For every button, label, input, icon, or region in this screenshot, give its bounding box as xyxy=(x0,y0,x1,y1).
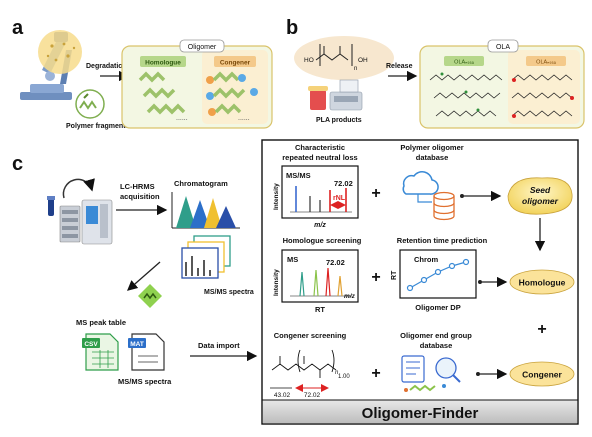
congener-tag: Congener xyxy=(220,60,251,67)
ms-plot: MS 72.02 m/z xyxy=(281,249,359,303)
process-arrow xyxy=(127,261,161,291)
homologue-screening-label: Homologue screening xyxy=(283,236,362,245)
chromatogram-plot xyxy=(171,192,240,229)
characteristic-label-1: Characteristic xyxy=(295,143,345,152)
arrow-to-homologue-origin xyxy=(478,280,482,284)
congener-structure: n 1.00 43.02 72.02 xyxy=(270,349,350,399)
homologue-result-label: Homologue xyxy=(519,278,566,288)
polymer-db-label-1: Polymer oligomer xyxy=(400,143,463,152)
msms-7202: 72.02 xyxy=(334,179,353,188)
plus-2: + xyxy=(371,269,380,286)
msms-spectra-top-label: MS/MS spectra xyxy=(204,289,254,296)
seed-label-2: oligomer xyxy=(522,196,559,206)
congener-n: n xyxy=(335,370,339,376)
oligomer-dp-label: Oligomer DP xyxy=(415,303,460,312)
congener-screening-label: Congener screening xyxy=(274,331,347,340)
congener-n-val: 1.00 xyxy=(338,374,350,380)
pla-products-label: PLA products xyxy=(316,117,362,124)
panel-label-b: b xyxy=(286,17,298,39)
ms-7202: 72.02 xyxy=(326,258,345,267)
oh-label: OH xyxy=(358,57,368,64)
n-label: n xyxy=(354,66,357,72)
plus-1: + xyxy=(371,185,380,202)
intensity-axis-2: Intensity xyxy=(273,269,280,296)
msms-spectra-bottom-label: MS/MS spectra xyxy=(118,377,172,386)
oligomer-box: Oligomer Homologue Congener ...... .....… xyxy=(121,39,273,129)
arrow-to-congener-origin xyxy=(476,372,480,376)
msms-title: MS/MS xyxy=(286,171,311,180)
mat-label: MAT xyxy=(130,341,144,348)
chromatogram-label: Chromatogram xyxy=(174,179,228,188)
plus-3: + xyxy=(537,321,546,338)
ms-title: MS xyxy=(287,255,298,264)
ola-left-tag: OLAₙ₉₅ₐ xyxy=(454,60,475,66)
lc-hrms-label: LC-HRMS xyxy=(120,182,155,191)
software-logo-icon xyxy=(138,284,162,308)
degradation-label: Degradation xyxy=(86,63,127,70)
mat-file-icon: MAT xyxy=(128,333,165,371)
pla-products-icon xyxy=(308,79,363,111)
ms-peak-table-label: MS peak table xyxy=(76,318,126,327)
seed-oligomer-badge: Seed oligomer xyxy=(507,177,573,215)
rt-axis-1: RT xyxy=(315,305,325,314)
data-import-label: Data import xyxy=(198,341,240,350)
chrom-title: Chrom xyxy=(414,255,438,264)
sample-droplet-icon xyxy=(38,30,82,74)
seed-label-1: Seed xyxy=(530,185,551,195)
homologue-ellipsis: ...... xyxy=(176,115,188,122)
cloud-database-icon xyxy=(402,171,455,221)
rt-prediction-plot: Chrom xyxy=(399,249,477,299)
congener-result-label: Congener xyxy=(522,370,562,380)
pla-structure: HO OH n xyxy=(294,36,394,80)
rnl-label: rNL xyxy=(333,195,346,202)
characteristic-label-2: repeated neutral loss xyxy=(282,153,357,162)
end-group-label-2: database xyxy=(420,341,453,350)
acquisition-label: acquisition xyxy=(120,192,160,201)
panel-label-a: a xyxy=(12,17,24,39)
congener-7202: 72.02 xyxy=(304,392,321,399)
csv-file-icon: CSV xyxy=(82,333,119,371)
congener-ellipsis: ...... xyxy=(238,115,250,122)
rt-axis-2: RT xyxy=(391,270,398,280)
homologue-tag: Homologue xyxy=(145,60,181,67)
oligomer-header: Oligomer xyxy=(188,44,217,51)
congener-4302: 43.02 xyxy=(274,392,291,399)
arrow-to-seed-origin xyxy=(460,194,464,198)
msms-spectra-stack xyxy=(181,235,231,279)
csv-label: CSV xyxy=(84,341,98,348)
mz-axis-2: m/z xyxy=(344,293,356,300)
ola-header: OLA xyxy=(496,44,510,51)
congener-result-badge: Congener xyxy=(509,361,575,387)
refresh-arrow-icon xyxy=(62,178,95,199)
msms-plot: MS/MS 72.02 rNL xyxy=(281,165,359,219)
rt-prediction-label: Retention time prediction xyxy=(397,236,488,245)
polymer-fragments-label: Polymer fragments xyxy=(66,123,130,130)
ola-right-tag: OLAₙ₉₅ₐ xyxy=(536,60,557,66)
ho-label: HO xyxy=(304,57,314,64)
oligomer-finder-title: Oligomer-Finder xyxy=(362,405,479,422)
lc-hrms-instrument-icon xyxy=(59,199,113,245)
sample-tube-icon xyxy=(47,196,55,216)
polymer-fragments-icon xyxy=(75,89,105,119)
release-label: Release xyxy=(386,63,413,70)
ola-box: OLA OLAₙ₉₅ₐ OLAₙ₉₅ₐ xyxy=(419,39,585,129)
end-group-label-1: Oligomer end group xyxy=(400,331,472,340)
homologue-result-badge: Homologue xyxy=(509,269,575,295)
polymer-db-label-2: database xyxy=(416,153,449,162)
end-group-database-icon xyxy=(401,355,461,392)
plus-4: + xyxy=(371,365,380,382)
panel-label-c: c xyxy=(12,153,23,175)
mz-axis-1: m/z xyxy=(314,222,326,229)
intensity-axis-1: Intensity xyxy=(273,183,280,210)
